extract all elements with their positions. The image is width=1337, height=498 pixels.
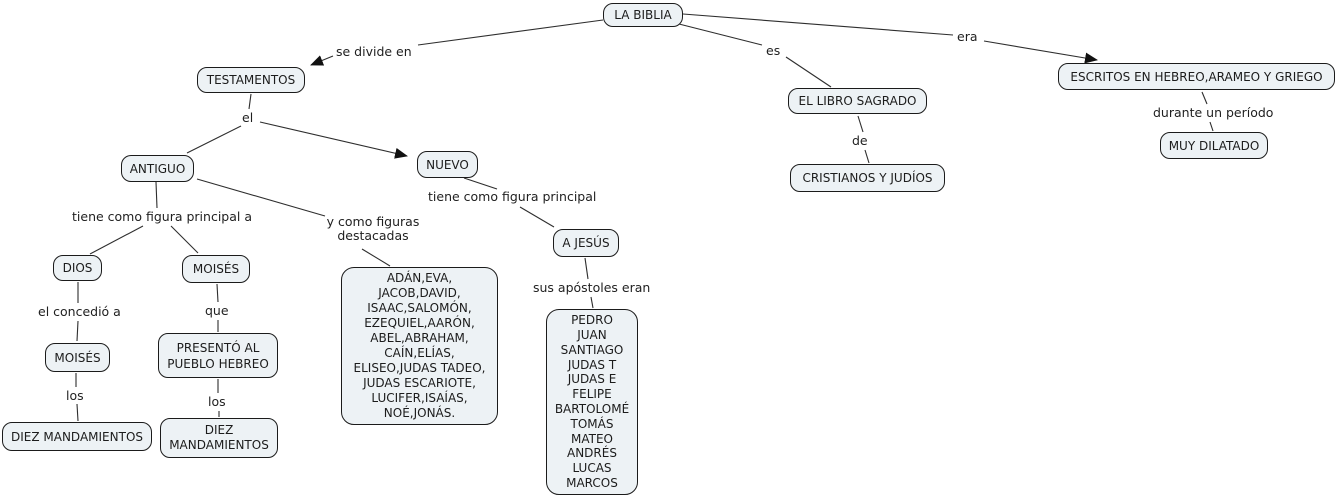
node-diez-mandamientos-2[interactable]: DIEZ MANDAMIENTOS: [160, 418, 278, 458]
link-label-era[interactable]: era: [957, 29, 978, 44]
link-label-el-concedio-a[interactable]: el concedió a: [38, 304, 121, 319]
node-presento-pueblo-hebreo[interactable]: PRESENTÓ AL PUEBLO HEBREO: [158, 333, 278, 378]
link-apostoleslabel-box: [590, 296, 594, 309]
link-librosagrado-de: [857, 115, 864, 133]
node-a-jesus[interactable]: A JESÚS: [553, 229, 619, 257]
link-sedivide-testamentos-arrow: [310, 55, 334, 66]
link-label-tiene-figura-principal[interactable]: tiene como figura principal: [428, 189, 597, 204]
node-cristianos-judios[interactable]: CRISTIANOS Y JUDÍOS: [790, 164, 945, 192]
node-figuras-destacadas-lista[interactable]: ADÁN,EVA, JACOB,DAVID, ISAAC,SALOMÓN, EZ…: [341, 267, 498, 425]
link-ajesus-apostoleslabel: [584, 257, 589, 280]
link-concedio-moises2: [76, 320, 79, 342]
node-nuevo[interactable]: NUEVO: [417, 151, 478, 178]
node-la-biblia[interactable]: LA BIBLIA: [603, 3, 683, 27]
node-testamentos[interactable]: TESTAMENTOS: [197, 67, 305, 93]
link-moises-que: [216, 283, 219, 303]
node-moises-principal[interactable]: MOISÉS: [182, 255, 250, 283]
link-label-que[interactable]: que: [205, 303, 229, 318]
node-libro-sagrado[interactable]: EL LIBRO SAGRADO: [788, 88, 927, 114]
node-antiguo[interactable]: ANTIGUO: [121, 155, 194, 182]
link-tieneprincipal-moises: [170, 225, 199, 254]
link-nuevo-tienefigura: [463, 177, 498, 190]
link-antiguo-ycomofiguras: [196, 178, 326, 217]
link-label-sus-apostoles-eran[interactable]: sus apóstoles eran: [533, 280, 651, 295]
link-de-cristianos: [864, 149, 870, 164]
link-label-es[interactable]: es: [766, 43, 781, 58]
link-label-durante-un-periodo[interactable]: durante un período: [1153, 105, 1274, 120]
link-label-el[interactable]: el: [242, 110, 254, 125]
link-biblia-era: [682, 13, 954, 36]
link-era-escritos-arrow: [983, 40, 1098, 64]
node-muy-dilatado[interactable]: MUY DILATADO: [1160, 132, 1268, 159]
link-el-nuevo-arrow: [259, 121, 408, 159]
node-diez-mandamientos-1[interactable]: DIEZ MANDAMIENTOS: [2, 422, 152, 451]
link-biblia-sedivide: [417, 19, 604, 46]
link-ycomofiguras-box: [361, 248, 391, 267]
link-label-se-divide-en[interactable]: se divide en: [336, 44, 412, 59]
link-tienefigura-ajesus: [519, 206, 555, 228]
link-tieneprincipal-dios: [89, 225, 144, 255]
node-escritos-hebreo[interactable]: ESCRITOS EN HEBREO,ARAMEO Y GRIEGO: [1058, 63, 1335, 90]
link-los1-diez1: [76, 403, 79, 422]
link-label-los-1[interactable]: los: [66, 388, 84, 403]
link-label-los-2[interactable]: los: [208, 394, 226, 409]
link-es-librosagrado: [785, 56, 832, 88]
link-antiguo-tieneprincipal: [155, 181, 158, 209]
link-label-de[interactable]: de: [852, 133, 868, 148]
node-moises-concedido[interactable]: MOISÉS: [45, 343, 110, 372]
link-label-tiene-figura-principal-a[interactable]: tiene como figura principal a: [72, 209, 252, 224]
link-el-antiguo: [186, 125, 242, 154]
node-apostoles-lista[interactable]: PEDRO JUAN SANTIAGO JUDAS T JUDAS E FELI…: [546, 309, 638, 495]
link-label-y-como-figuras[interactable]: y como figuras destacadas: [326, 214, 420, 243]
link-biblia-es: [678, 23, 763, 46]
link-testamentos-el: [248, 93, 252, 110]
node-dios[interactable]: DIOS: [53, 255, 102, 281]
link-durante-muydilatado: [1209, 121, 1214, 132]
link-escritos-durante: [1201, 91, 1208, 105]
